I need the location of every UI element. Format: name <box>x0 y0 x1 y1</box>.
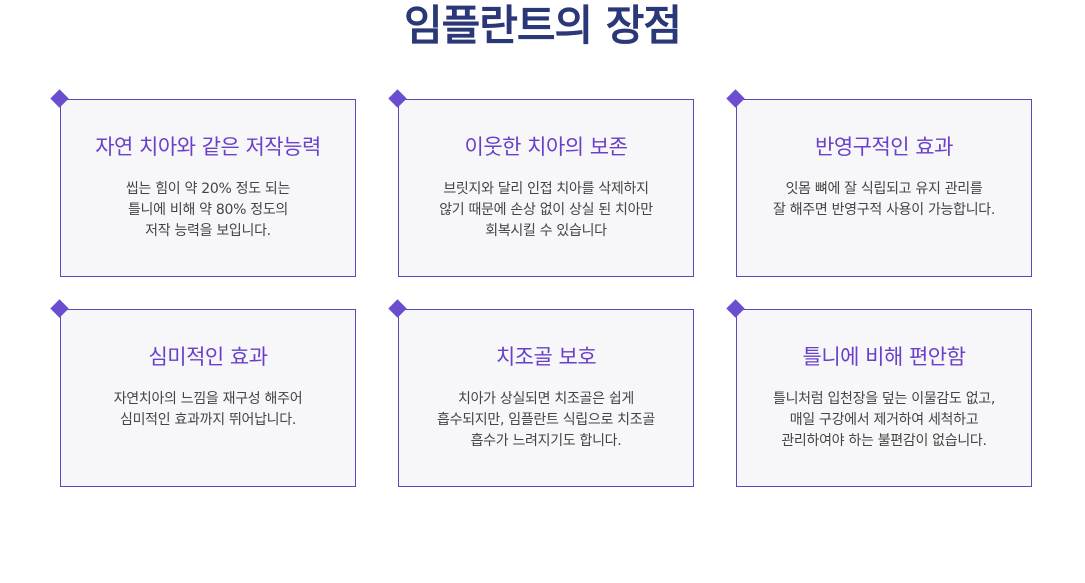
diamond-marker-icon <box>388 299 407 318</box>
diamond-marker-icon <box>726 299 745 318</box>
card-description: 브릿지와 달리 인접 치아를 삭제하지 않기 때문에 손상 없이 상실 된 치아… <box>399 179 693 242</box>
diamond-marker-icon <box>50 299 69 318</box>
card-adjacent-teeth: 이웃한 치아의 보존 브릿지와 달리 인접 치아를 삭제하지 않기 때문에 손상… <box>388 89 694 277</box>
card-description: 잇몸 뼈에 잘 식립되고 유지 관리를 잘 해주면 반영구적 사용이 가능합니다… <box>737 179 1031 221</box>
card-description-line: 잇몸 뼈에 잘 식립되고 유지 관리를 <box>785 181 983 197</box>
card-description-line: 저작 능력을 보입니다. <box>145 223 271 239</box>
card-description-line: 매일 구강에서 제거하여 세척하고 <box>789 412 979 428</box>
card-description-line: 씹는 힘이 약 20% 정도 되는 <box>125 181 291 197</box>
card-title: 치조골 보호 <box>495 345 597 369</box>
diamond-marker-icon <box>726 89 745 108</box>
card-title: 심미적인 효과 <box>148 345 268 369</box>
card-description-line: 회복시킬 수 있습니다 <box>485 223 607 239</box>
card-title: 자연 치아와 같은 저작능력 <box>95 135 321 159</box>
card-description: 씹는 힘이 약 20% 정도 되는 틀니에 비해 약 80% 정도의 저작 능력… <box>61 179 355 242</box>
diamond-marker-icon <box>388 89 407 108</box>
card-description-line: 잘 해주면 반영구적 사용이 가능합니다. <box>772 202 996 218</box>
card-description-line: 치아가 상실되면 치조골은 쉽게 <box>458 391 634 407</box>
page-title: 임플란트의 장점 <box>403 1 682 50</box>
card-description: 치아가 상실되면 치조골은 쉽게 흡수되지만, 임플란트 식립으로 치조골 흡수… <box>399 389 693 452</box>
card-comfort: 틀니에 비해 편안함 틀니처럼 입천장을 덮는 이물감도 없고, 매일 구강에서… <box>726 299 1032 487</box>
card-description-line: 흡수되지만, 임플란트 식립으로 치조골 <box>437 412 655 428</box>
diamond-marker-icon <box>50 89 69 108</box>
card-description-line: 심미적인 효과까지 뛰어납니다. <box>120 412 296 428</box>
card-description-line: 않기 때문에 손상 없이 상실 된 치아만 <box>439 202 653 218</box>
card-title: 이웃한 치아의 보존 <box>464 135 628 159</box>
card-description-line: 흡수가 느려지기도 합니다. <box>470 433 622 449</box>
card-description-line: 브릿지와 달리 인접 치아를 삭제하지 <box>443 181 649 197</box>
card-description: 자연치아의 느낌을 재구성 해주어 심미적인 효과까지 뛰어납니다. <box>61 389 355 431</box>
card-description-line: 틀니에 비해 약 80% 정도의 <box>127 202 289 218</box>
card-description-line: 틀니처럼 입천장을 덮는 이물감도 없고, <box>772 391 996 407</box>
card-title: 반영구적인 효과 <box>815 135 953 159</box>
card-semi-permanent: 반영구적인 효과 잇몸 뼈에 잘 식립되고 유지 관리를 잘 해주면 반영구적 … <box>726 89 1032 277</box>
card-aesthetic: 심미적인 효과 자연치아의 느낌을 재구성 해주어 심미적인 효과까지 뛰어납니… <box>50 299 356 487</box>
card-title: 틀니에 비해 편안함 <box>802 345 966 369</box>
card-bone-protection: 치조골 보호 치아가 상실되면 치조골은 쉽게 흡수되지만, 임플란트 식립으로… <box>388 299 694 487</box>
card-description-line: 자연치아의 느낌을 재구성 해주어 <box>113 391 303 407</box>
card-description: 틀니처럼 입천장을 덮는 이물감도 없고, 매일 구강에서 제거하여 세척하고 … <box>737 389 1031 452</box>
card-natural-chewing: 자연 치아와 같은 저작능력 씹는 힘이 약 20% 정도 되는 틀니에 비해 … <box>50 89 356 277</box>
card-description-line: 관리하여야 하는 불편감이 없습니다. <box>781 433 987 449</box>
